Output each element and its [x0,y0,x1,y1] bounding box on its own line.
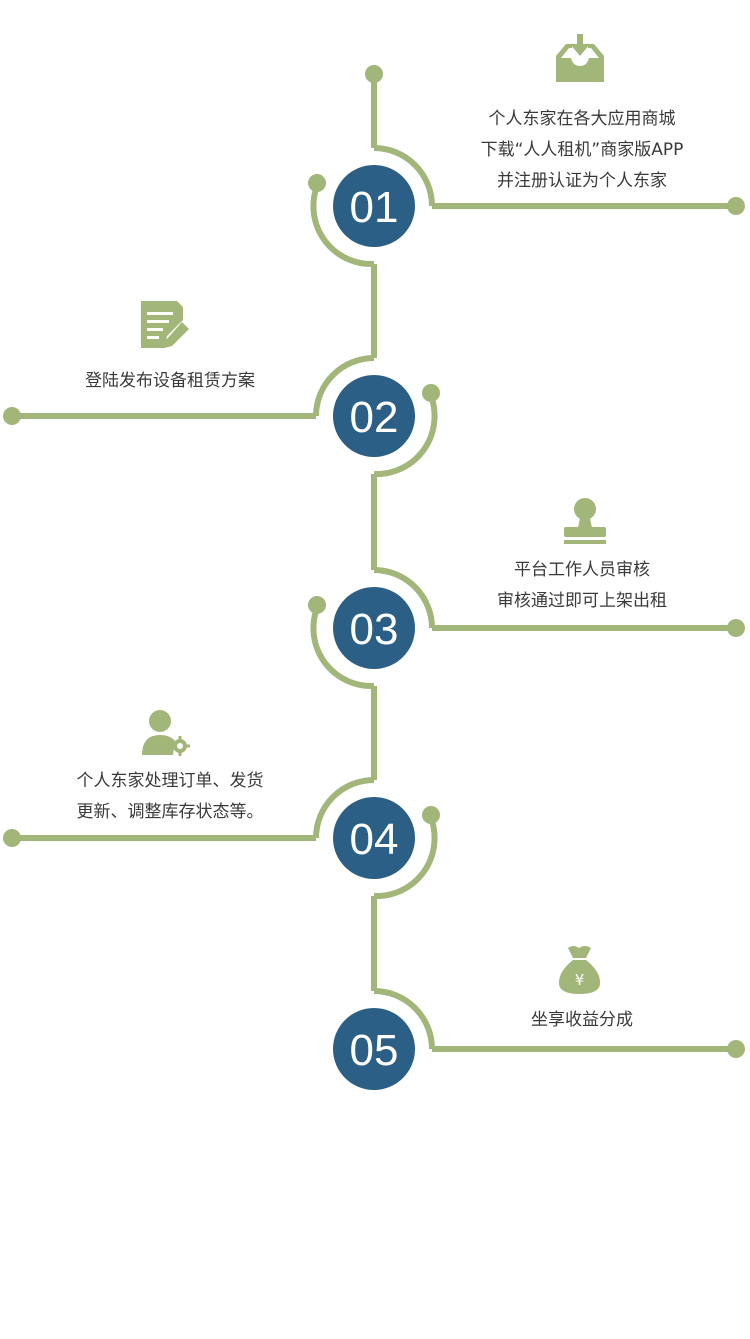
step-05: 05 [333,1008,415,1090]
step-03-circle [333,587,415,669]
money-bag-icon: ¥ [558,946,601,994]
step-02: 02 [333,375,415,457]
timeline-connectors [3,65,745,1058]
arc-top-4 [313,777,375,839]
arc-top-2 [313,355,375,417]
step-03: 03 [333,587,415,669]
user-gear-icon [142,710,190,756]
step-01-number: 01 [350,183,399,232]
step-05-number: 05 [350,1026,399,1075]
step-05-circle [333,1008,415,1090]
branch-dot-5 [727,1040,745,1058]
step-03-line-1: 平台工作人员审核 [514,560,650,580]
step-04-line-2: 更新、调整库存状态等。 [76,802,264,822]
step-03-description: 平台工作人员审核 审核通过即可上架出租 [432,555,732,617]
step-01-line-1: 个人东家在各大应用商城 [488,109,676,129]
step-02-line-1: 登陆发布设备租赁方案 [85,371,255,391]
edit-document-icon [141,301,189,348]
step-04-number: 04 [350,815,399,864]
arc-bottom-3 [310,610,375,690]
branch-dot-2 [3,407,21,425]
side-dot-1 [308,174,326,192]
arc-top-1 [373,145,435,207]
step-05-line-1: 坐享收益分成 [531,1010,633,1030]
arc-top-5 [373,988,435,1050]
step-01-description: 个人东家在各大应用商城 下载“人人租机”商家版APP 并注册认证为个人东家 [432,104,732,197]
branch-dot-3 [727,619,745,637]
download-tray-icon [556,34,604,82]
step-03-number: 03 [350,605,399,654]
side-dot-4 [422,806,440,824]
step-02-number: 02 [350,393,399,442]
step-04-line-1: 个人东家处理订单、发货 [76,771,264,791]
side-dot-2 [422,384,440,402]
arc-bottom-1 [310,188,375,268]
branch-dot-1 [727,197,745,215]
step-01-line-3: 并注册认证为个人东家 [497,171,667,191]
arc-bottom-4 [373,820,438,900]
step-05-description: 坐享收益分成 [432,1005,732,1036]
step-02-description: 登陆发布设备租赁方案 [20,366,320,397]
stamp-icon [564,498,606,544]
step-01: 01 [333,165,415,247]
top-stub-dot [365,65,383,83]
arc-bottom-2 [373,398,438,478]
svg-text:¥: ¥ [575,971,585,989]
arc-top-3 [373,567,435,629]
step-01-line-2: 下载“人人租机”商家版APP [480,140,684,160]
branch-dot-4 [3,829,21,847]
step-02-circle [333,375,415,457]
step-04-description: 个人东家处理订单、发货 更新、调整库存状态等。 [20,766,320,828]
step-04: 04 [333,797,415,879]
side-dot-3 [308,596,326,614]
step-03-line-2: 审核通过即可上架出租 [497,591,667,611]
step-04-circle [333,797,415,879]
step-01-circle [333,165,415,247]
